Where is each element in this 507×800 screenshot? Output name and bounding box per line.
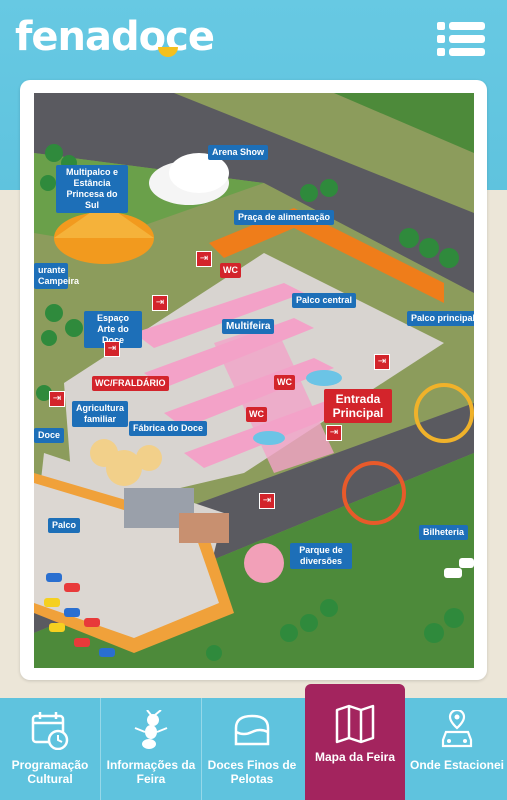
map-label-agricultura-familiar[interactable]: Agricultura familiar <box>72 401 128 427</box>
tab-doces-finos[interactable]: Doces Finos de Pelotas <box>202 698 302 800</box>
exit-icon: ⇥ <box>374 354 390 370</box>
map-label-parque-diversoes[interactable]: Parque de diversões <box>290 543 352 569</box>
map-label-palco[interactable]: Palco <box>48 518 81 533</box>
map-label-multifeira[interactable]: Multifeira <box>222 319 275 334</box>
cake-icon <box>234 714 270 746</box>
map-label-palco-central[interactable]: Palco central <box>292 293 357 308</box>
map-label-palco-principal[interactable]: Palco principal <box>407 311 474 326</box>
tab-mapa-feira[interactable]: Mapa da Feira <box>305 684 405 800</box>
exit-icon: ⇥ <box>326 425 342 441</box>
map-label-fabrica-do-doce[interactable]: Fábrica do Doce <box>129 421 208 436</box>
exit-icon: ⇥ <box>104 341 120 357</box>
tab-label: Doces Finos de Pelotas <box>207 758 297 786</box>
map-label-restaurante[interactable]: urante Campeira <box>34 263 79 289</box>
logo-accent <box>158 47 178 57</box>
tab-label: Informações da Feira <box>106 758 196 786</box>
map-label-doce[interactable]: Doce <box>34 428 65 443</box>
map-label-arena-show[interactable]: Arena Show <box>208 145 269 160</box>
exit-icon: ⇥ <box>196 251 212 267</box>
tab-informacoes-feira[interactable]: Informações da Feira <box>101 698 201 800</box>
tab-label: Programação Cultural <box>11 758 89 786</box>
calendar-clock-icon <box>31 712 69 750</box>
fair-map[interactable]: Arena Show Multipalco e Estância Princes… <box>34 93 474 668</box>
map-label-wc-fraldario[interactable]: WC/FRALDÁRIO <box>92 376 169 391</box>
menu-button[interactable] <box>437 20 487 58</box>
map-label-wc-1[interactable]: WC <box>220 263 241 278</box>
tab-label: Mapa da Feira <box>314 750 396 764</box>
app-header: fenadoce <box>0 0 507 78</box>
map-label-entrada-principal[interactable]: Entrada Principal <box>324 389 392 423</box>
map-label-wc-2[interactable]: WC <box>274 375 295 390</box>
bottom-tab-bar: Programação Cultural Informações da Feir… <box>0 684 507 800</box>
tab-label: Onde Estacionei <box>409 758 505 772</box>
exit-icon: ⇥ <box>152 295 168 311</box>
car-pin-icon <box>441 710 473 748</box>
map-label-multipalco[interactable]: Multipalco e Estância Princesa do Sul <box>56 165 128 213</box>
exit-icon: ⇥ <box>259 493 275 509</box>
map-label-bilheteria[interactable]: Bilheteria <box>419 525 469 540</box>
folded-map-icon <box>335 704 375 744</box>
ant-mascot-icon <box>134 710 168 749</box>
map-label-praca-alimentacao[interactable]: Praça de alimentação <box>234 210 335 225</box>
exit-icon: ⇥ <box>49 391 65 407</box>
fenadoce-logo[interactable]: fenadoce <box>15 14 215 60</box>
tab-programacao-cultural[interactable]: Programação Cultural <box>0 698 100 800</box>
tab-onde-estacionei[interactable]: Onde Estacionei <box>407 698 507 800</box>
map-label-wc-3[interactable]: WC <box>246 407 267 422</box>
hamburger-list-icon <box>437 22 487 30</box>
